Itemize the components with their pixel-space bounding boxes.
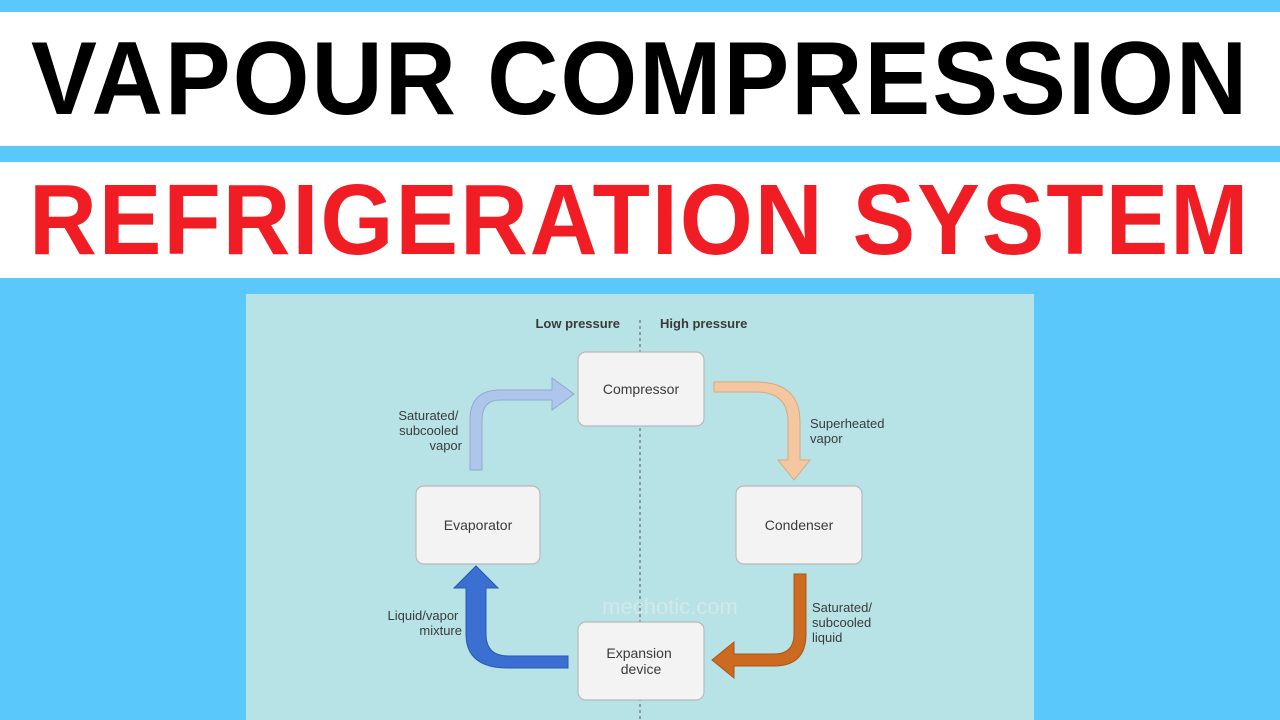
compressor-box <box>577 351 705 427</box>
title-line-2: REFRIGERATION SYSTEM <box>29 164 1251 276</box>
arrow-condenser-to-expansion <box>711 573 807 680</box>
evaporator-label: Evaporator <box>444 517 513 533</box>
compressor-label: Compressor <box>603 381 680 397</box>
watermark-text: mechotic.com <box>602 594 738 619</box>
arrow-evaporator-to-compressor <box>469 377 575 471</box>
cycle-diagram-panel: Low pressure High pressure mechotic.com … <box>246 294 1034 720</box>
title-banner-top: VAPOUR COMPRESSION <box>0 12 1280 146</box>
expansion-device-label: Expansion device <box>606 645 675 677</box>
low-pressure-label: Low pressure <box>535 316 620 331</box>
arrow-expansion-to-evaporator <box>452 565 569 669</box>
title-line-1: VAPOUR COMPRESSION <box>30 21 1250 137</box>
liquid-vapor-mixture-label: Liquid/vapor mixture <box>388 608 462 638</box>
evaporator-box <box>415 485 541 565</box>
expansion-device-box <box>577 621 705 701</box>
superheated-vapor-label: Superheated vapor <box>810 416 888 446</box>
saturated-vapor-label: Saturated/ subcooled vapor <box>398 408 462 453</box>
cycle-diagram: Low pressure High pressure mechotic.com … <box>388 316 888 720</box>
condenser-label: Condenser <box>765 517 834 533</box>
arrow-compressor-to-condenser <box>713 381 812 481</box>
high-pressure-label: High pressure <box>660 316 747 331</box>
condenser-box <box>735 485 863 565</box>
saturated-liquid-label: Saturated/ subcooled liquid <box>812 600 876 645</box>
title-banner-bottom: REFRIGERATION SYSTEM <box>0 162 1280 278</box>
